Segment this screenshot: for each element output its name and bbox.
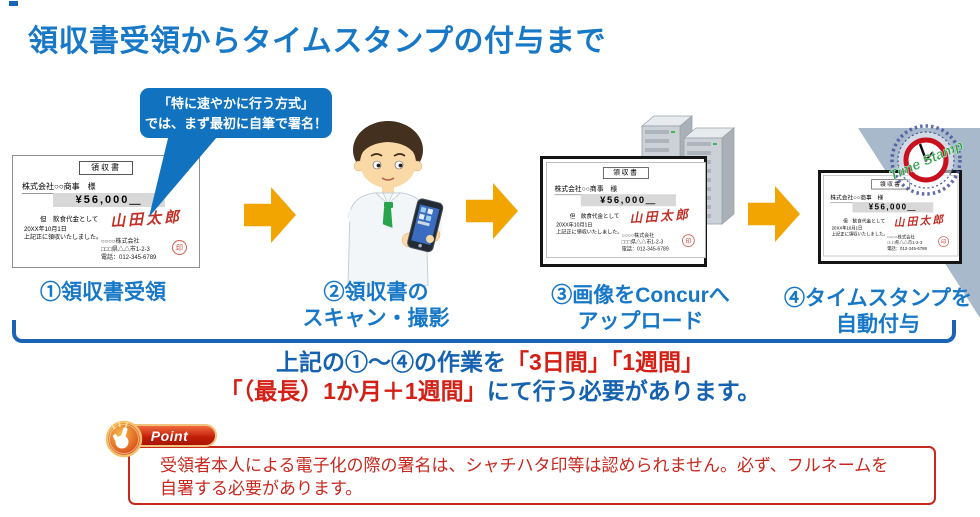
receipt-step3: 領収書 株式会社○○商事 様 ¥56,000＿ 但 飲食代金として 20XX年1…	[546, 162, 706, 259]
step4-label: ④タイムスタンプを 自動付与	[784, 287, 972, 337]
grouping-brace	[12, 320, 956, 343]
receipt-note: 但 飲食代金として	[40, 216, 99, 223]
speech-bubble-line1: 「特に速やかに行う方式」	[157, 96, 314, 111]
step2-label: ②領収書の スキャン・撮影	[302, 281, 450, 331]
summary-text: 上記の①～④の作業を「3日間」「1週間」 「（最長）1か月＋1週間」にて行う必要…	[0, 348, 980, 407]
receipt-amount: ¥56,000＿	[53, 193, 165, 207]
receipt-step3-frame: 領収書 株式会社○○商事 様 ¥56,000＿ 但 飲食代金として 20XX年1…	[540, 156, 707, 267]
point-hand-icon	[105, 420, 143, 458]
summary-line1: 上記の①～④の作業を「3日間」「1週間」	[275, 349, 705, 375]
timestamp-seal-icon: Time Stamp	[886, 124, 966, 196]
point-badge: Point	[122, 424, 217, 447]
hanko-stamp-icon: 印	[682, 234, 695, 247]
receipt-statement: 上記正に領収いたしました。	[24, 235, 103, 241]
slide-accent-mark	[9, 1, 18, 6]
person-with-smartphone-illustration	[347, 121, 444, 286]
speech-bubble-line2: では、まず最初に自筆で署名！	[144, 115, 327, 131]
receipt-step4: 領収書 株式会社○○商事 様 ¥56,000＿ 但 飲食代金として 20XX年1…	[823, 175, 959, 257]
receipt-step4-frame: 領収書 株式会社○○商事 様 ¥56,000＿ 但 飲食代金として 20XX年1…	[818, 170, 962, 264]
summary-line2: 「（最長）1か月＋1週間」にて行う必要があります。	[219, 378, 761, 405]
arrow-right-icon	[748, 186, 800, 242]
step1-label: ①領収書受領	[40, 281, 166, 304]
point-text: 受領者本人による電子化の際の署名は、シャチハタ印等は認められません。必ず、フルネ…	[160, 456, 889, 498]
smartphone-icon	[407, 198, 444, 253]
page-title: 領収書受領からタイムスタンプの付与まで	[28, 25, 606, 58]
hanko-stamp-icon: 印	[938, 236, 949, 247]
arrow-right-icon	[244, 187, 296, 243]
speech-bubble: 「特に速やかに行う方式」 では、まず最初に自筆で署名！	[140, 88, 332, 138]
speech-bubble-tail	[149, 130, 223, 217]
receipt-step1: 領収書 株式会社○○商事 様 ¥56,000＿ 但 飲食代金として 20XX年1…	[12, 155, 200, 268]
step3-label: ③画像をConcurへ アップロード	[551, 284, 730, 334]
receipt-issuer: ○○○○株式会社 □□□県△△市1-2-3 電話：012-345-6789	[101, 239, 157, 262]
hanko-stamp-icon: 印	[172, 240, 187, 255]
point-callout-box: 受領者本人による電子化の際の署名は、シャチハタ印等は認められません。必ず、フルネ…	[128, 446, 936, 505]
receipt-title: 領収書	[79, 161, 133, 175]
receipt-date: 20XX年10月1日	[24, 227, 67, 233]
